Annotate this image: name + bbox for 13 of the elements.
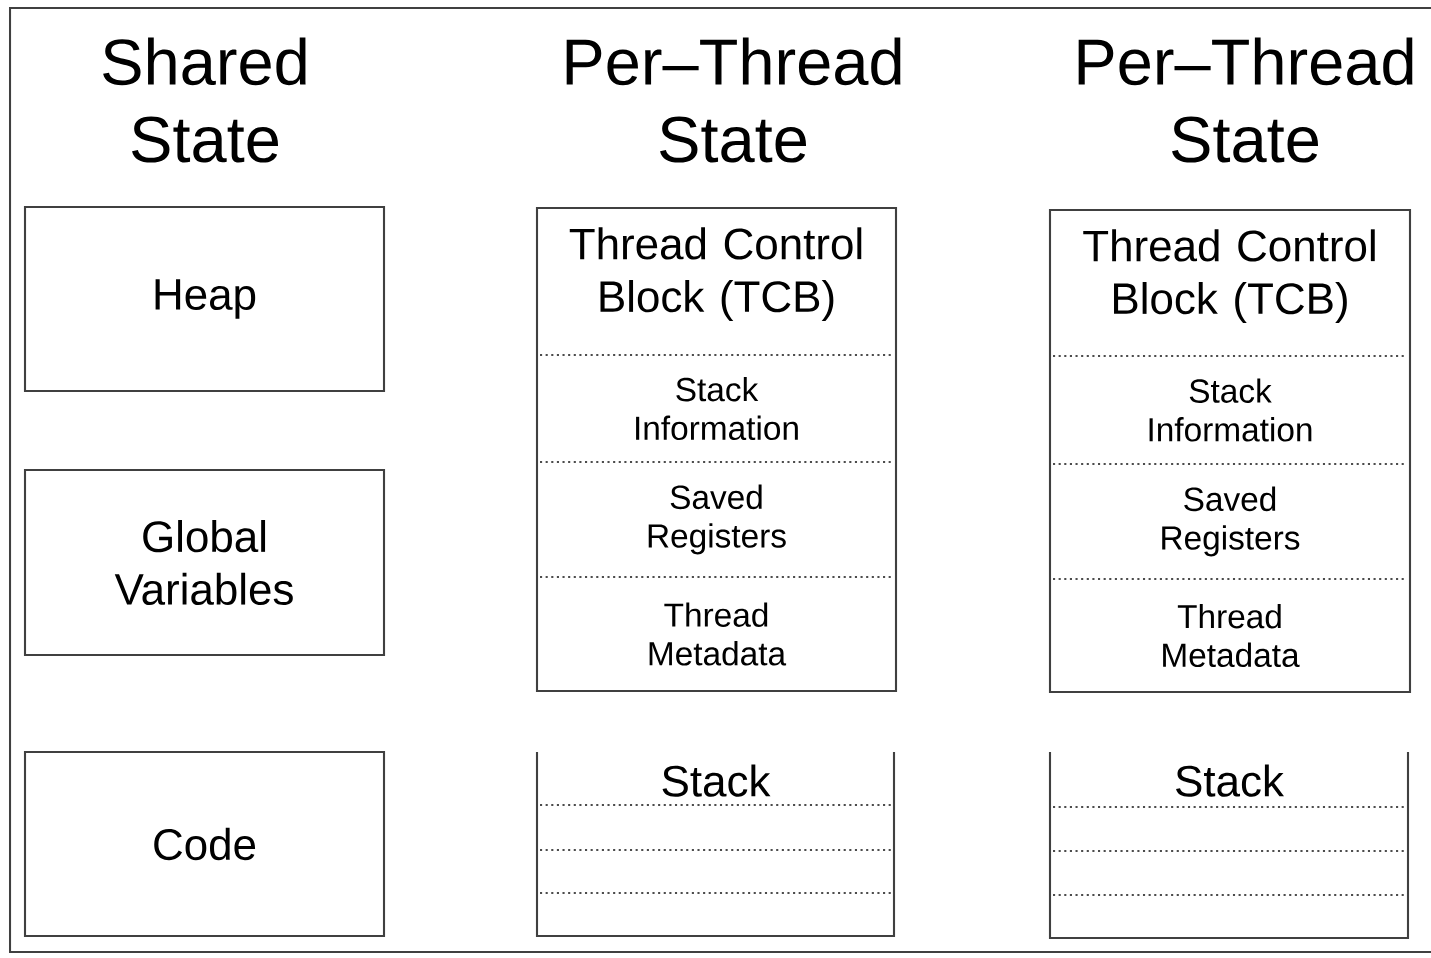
section-label: Saved Registers [648,484,786,555]
section-label: Stack Information [636,376,798,441]
column-heading: Per–Thread State [1078,37,1413,163]
stack-box: Stack [1048,752,1410,940]
section-label: Thread Metadata [1163,603,1300,668]
stack-box: Stack [535,752,896,938]
section-label: Stack Information [1149,378,1312,442]
section-label: Thread Metadata [649,602,787,666]
memory-box: Global Variables [23,468,386,657]
section-label: Saved Registers [1162,486,1300,557]
memory-box: Heap [23,205,386,393]
memory-box: Code [23,750,386,938]
column-heading: Per–Thread State [566,37,901,163]
